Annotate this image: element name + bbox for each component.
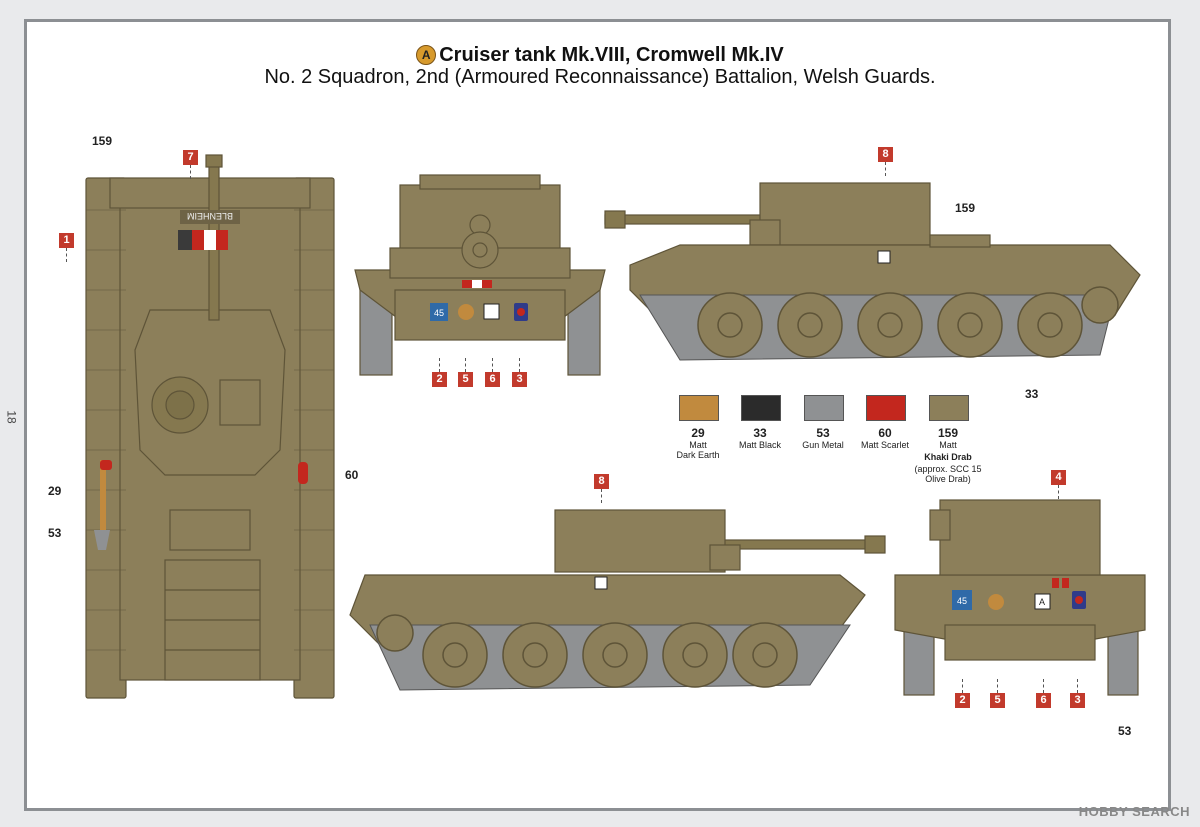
- scheme-badge: A: [416, 45, 437, 65]
- tank-top-view: BLENHEIM: [85, 154, 335, 699]
- page-number: 18: [4, 410, 19, 424]
- color-swatch-33: [741, 395, 781, 421]
- marker-front-5: 5: [458, 358, 473, 387]
- color-swatch-159: [929, 395, 969, 421]
- marker-front-3: 3: [512, 358, 527, 387]
- svg-text:45: 45: [957, 596, 967, 606]
- marker-front-6: 6: [485, 358, 500, 387]
- scheme-title-text: Cruiser tank Mk.VIII, Cromwell Mk.IV: [439, 44, 784, 66]
- marker-rear-2: 2: [955, 679, 970, 708]
- color-swatch-53: [804, 395, 844, 421]
- marker-rear-3: 3: [1070, 679, 1085, 708]
- callout-29-left: 29: [48, 484, 62, 498]
- callout-159-top: 159: [92, 134, 113, 148]
- marker-1: 1: [59, 233, 74, 262]
- marker-front-2: 2: [432, 358, 447, 387]
- tank-rear-view: 45 A: [894, 499, 1146, 696]
- watermark: HOBBY SEARCH: [1078, 804, 1190, 819]
- marker-rear-5: 5: [990, 679, 1005, 708]
- callout-53-rear: 53: [1118, 724, 1132, 738]
- color-swatch-29: [679, 395, 719, 421]
- tank-side-view-right: [604, 182, 1141, 361]
- callout-159-side: 159: [955, 201, 976, 215]
- marker-7: 7: [183, 150, 198, 179]
- marker-side-top-8: 8: [878, 147, 893, 176]
- svg-text:45: 45: [434, 308, 444, 318]
- scheme-subtitle: No. 2 Squadron, 2nd (Armoured Reconnaiss…: [264, 66, 936, 88]
- marker-side-bottom-8: 8: [594, 474, 609, 503]
- tank-front-view: 45: [354, 174, 606, 376]
- color-swatch-60: [866, 395, 906, 421]
- callout-33-side: 33: [1025, 387, 1039, 401]
- marker-rear-6: 6: [1036, 679, 1051, 708]
- name-plate-text: BLENHEIM: [187, 211, 233, 221]
- callout-60-right: 60: [345, 468, 359, 482]
- svg-text:A: A: [1039, 597, 1045, 607]
- name-plate-decal: [180, 210, 240, 224]
- callout-53-left: 53: [48, 526, 62, 540]
- marker-rear-4: 4: [1051, 470, 1066, 499]
- tank-side-view-left: [349, 509, 886, 691]
